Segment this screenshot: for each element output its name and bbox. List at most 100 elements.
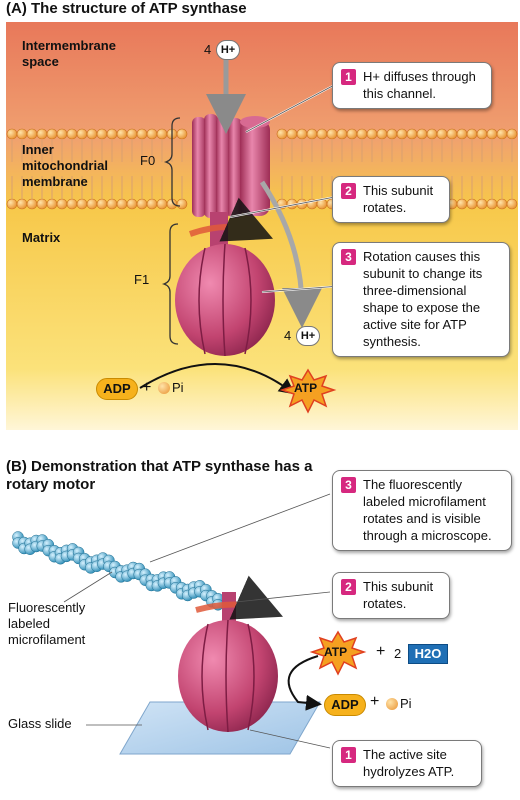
phosphate-icon <box>158 382 170 394</box>
rotation-arrow-a <box>189 197 273 242</box>
panel-b-figure <box>12 493 367 755</box>
lipid-head <box>476 198 488 210</box>
f1-label: F1 <box>134 272 150 287</box>
f0-channel <box>192 114 270 218</box>
callout-b-1: 1 The active site hydrolyzes ATP. <box>332 740 482 787</box>
plus-sign-b1: + <box>376 643 386 660</box>
atp-label-a: ATP <box>294 381 318 395</box>
rotation-arrow-b <box>195 575 283 620</box>
lipid-head <box>126 128 138 140</box>
lipid-head <box>106 128 118 140</box>
lipid-head <box>106 198 118 210</box>
atp-burst-b <box>309 630 367 676</box>
lipid-head <box>56 128 68 140</box>
callout-a-3: 3 Rotation causes this subunit to change… <box>332 242 510 357</box>
callout-number: 2 <box>341 579 356 595</box>
lipid-head <box>116 198 128 210</box>
lipid-head <box>16 128 28 140</box>
lipid-head <box>326 128 338 140</box>
lipid-head <box>296 128 308 140</box>
lipid-head <box>286 128 298 140</box>
adp-label-a: ADP <box>96 378 138 400</box>
lipid-head <box>126 198 138 210</box>
f1-head-b <box>178 619 278 733</box>
lipid-head <box>36 128 48 140</box>
lipid-head <box>146 128 158 140</box>
callout-text: Rotation causes this subunit to change i… <box>363 249 483 349</box>
lipid-head <box>26 198 38 210</box>
f0-brace <box>163 117 181 207</box>
pi-label-a: Pi <box>172 380 184 395</box>
lipid-head <box>76 128 88 140</box>
lipid-head <box>96 198 108 210</box>
lipid-head <box>436 128 448 140</box>
hydrolysis-arrow <box>287 655 322 711</box>
lipid-head <box>66 198 78 210</box>
phosphate-icon-b <box>386 698 398 710</box>
lipid-head <box>336 128 348 140</box>
lipid-head <box>26 128 38 140</box>
lipid-head <box>6 128 18 140</box>
lipid-head <box>116 128 128 140</box>
lipid-head <box>276 128 288 140</box>
lipid-head <box>486 128 498 140</box>
lipid-head <box>496 128 508 140</box>
lipid-head <box>396 128 408 140</box>
lipid-head <box>156 128 168 140</box>
matrix-label: Matrix <box>22 230 61 245</box>
pi-label-b: Pi <box>400 696 412 711</box>
intermembrane-label: Intermembrane space <box>22 38 116 69</box>
adp-label-b: ADP <box>324 694 366 716</box>
lipid-head <box>176 128 188 140</box>
lipid-head <box>356 128 368 140</box>
lipid-head <box>6 198 18 210</box>
proton-badge-bottom: H+ <box>296 326 320 346</box>
lipid-head <box>16 198 28 210</box>
callout-text: The active site hydrolyzes ATP. <box>363 747 455 779</box>
callout-text: This subunit rotates. <box>363 183 434 215</box>
inner-membrane-label: Inner mitochondrial membrane <box>22 142 108 189</box>
lipid-head <box>386 128 398 140</box>
lipid-head <box>476 128 488 140</box>
lipid-head <box>316 128 328 140</box>
lipid-head <box>86 198 98 210</box>
lipid-head <box>306 128 318 140</box>
lipid-head <box>56 198 68 210</box>
lipid-head <box>506 128 518 140</box>
callout-number: 3 <box>341 249 356 265</box>
atp-burst-a <box>279 368 337 414</box>
lipid-head <box>366 128 378 140</box>
proton-badge-top: H+ <box>216 40 240 60</box>
water-coefficient: 2 <box>394 646 402 661</box>
plus-sign-b2: + <box>370 693 380 710</box>
f1-brace <box>161 223 179 345</box>
callout-b-3: 3 The fluorescently labeled microfilamen… <box>332 470 512 551</box>
lipid-head <box>406 128 418 140</box>
lipid-head <box>496 198 508 210</box>
lipid-head <box>36 198 48 210</box>
plus-sign-a: + <box>142 379 152 396</box>
lipid-head <box>46 128 58 140</box>
proton-arrow-out <box>259 180 322 328</box>
callout-b-2: 2 This subunit rotates. <box>332 572 450 619</box>
callout-a-1: 1 H+ diffuses through this channel. <box>332 62 492 109</box>
atp-label-b: ATP <box>324 645 348 659</box>
panel-a-title: (A) The structure of ATP synthase <box>6 0 247 17</box>
lipid-head <box>466 128 478 140</box>
panel-b-title: (B) Demonstration that ATP synthase has … <box>6 458 313 493</box>
h-bottom-coefficient: 4 <box>284 328 292 343</box>
lipid-head <box>176 198 188 210</box>
lipid-head <box>456 198 468 210</box>
callout-text: The fluorescently labeled microfilament … <box>363 477 492 543</box>
lipid-head <box>136 128 148 140</box>
water-box: H2O <box>408 644 448 664</box>
lipid-head <box>136 198 148 210</box>
lipid-head <box>376 128 388 140</box>
callout-number: 2 <box>341 183 356 199</box>
lipid-head <box>96 128 108 140</box>
lipid-head <box>486 198 498 210</box>
lipid-head <box>46 198 58 210</box>
h-top-coefficient: 4 <box>204 42 212 57</box>
microfilament-label: Fluorescently labeled microfilament <box>8 600 86 647</box>
callout-text: H+ diffuses through this channel. <box>363 69 476 101</box>
